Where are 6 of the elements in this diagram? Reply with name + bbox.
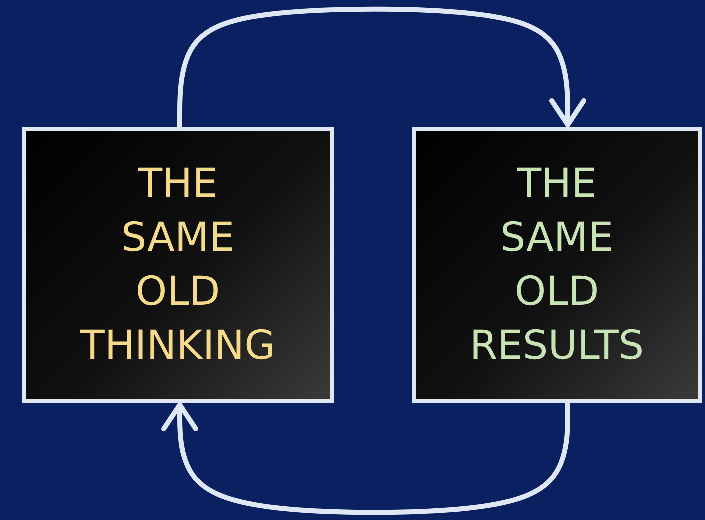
- arrow: [162, 402, 570, 516]
- box-label: THE SAME OLD THINKING: [80, 160, 276, 371]
- arrow: [178, 6, 586, 128]
- box-label: THE SAME OLD RESULTS: [470, 160, 644, 371]
- chalkboard-box: [412, 127, 702, 403]
- chalkboard-box: [22, 127, 334, 403]
